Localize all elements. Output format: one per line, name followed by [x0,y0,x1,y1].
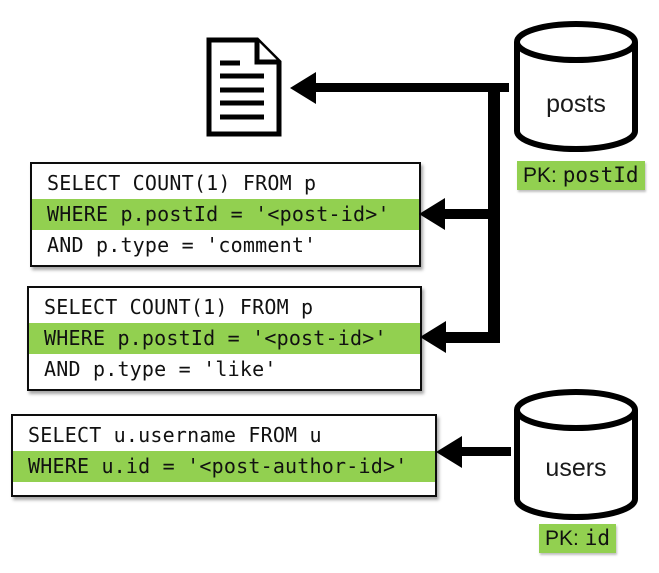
pk-prefix: PK: [545,527,585,550]
document-icon [206,37,282,137]
users-database: users [513,388,639,522]
arrow-to-like-query-line [443,332,500,343]
sql-line: SELECT u.username FROM u [28,423,322,447]
posts-pk-badge: PK: postId [517,161,645,190]
arrow-to-like-query-head-icon [420,321,446,353]
database-cylinder-icon [514,389,638,520]
query-box-username: SELECT u.username FROM u WHERE u.id = '<… [11,414,437,497]
query-box-like-count: SELECT COUNT(1) FROM p WHERE p.postId = … [27,286,422,391]
sql-line: AND p.type = 'comment' [47,233,317,257]
query-box-comment-count: SELECT COUNT(1) FROM p WHERE p.postId = … [30,162,421,267]
pk-prefix: PK: [523,164,563,187]
sql-line: SELECT COUNT(1) FROM p [44,295,314,319]
arrow-to-comment-query-line [443,209,500,219]
sql-line-highlighted: WHERE p.postId = '<post-id>' [32,199,419,230]
sql-line-highlighted: WHERE u.id = '<post-author-id>' [13,451,435,482]
arrow-users-to-query-line [460,447,511,456]
arrow-users-to-query-head-icon [436,436,462,468]
arrow-to-comment-query-head-icon [419,198,445,230]
sql-line-highlighted: WHERE p.postId = '<post-id>' [29,323,420,354]
pk-value: postId [562,163,639,187]
pk-value: id [584,526,610,550]
posts-db-label: posts [546,90,606,118]
users-pk-badge: PK: id [539,524,616,553]
arrow-posts-to-document-line [315,83,509,92]
box-bottom-spacer [13,482,435,491]
sql-line: SELECT COUNT(1) FROM p [47,171,317,195]
database-cylinder-icon [514,21,638,152]
arrow-posts-to-document-head-icon [290,72,316,104]
posts-database: posts [513,20,639,154]
sql-line: AND p.type = 'like' [44,357,277,381]
users-db-label: users [545,454,607,482]
